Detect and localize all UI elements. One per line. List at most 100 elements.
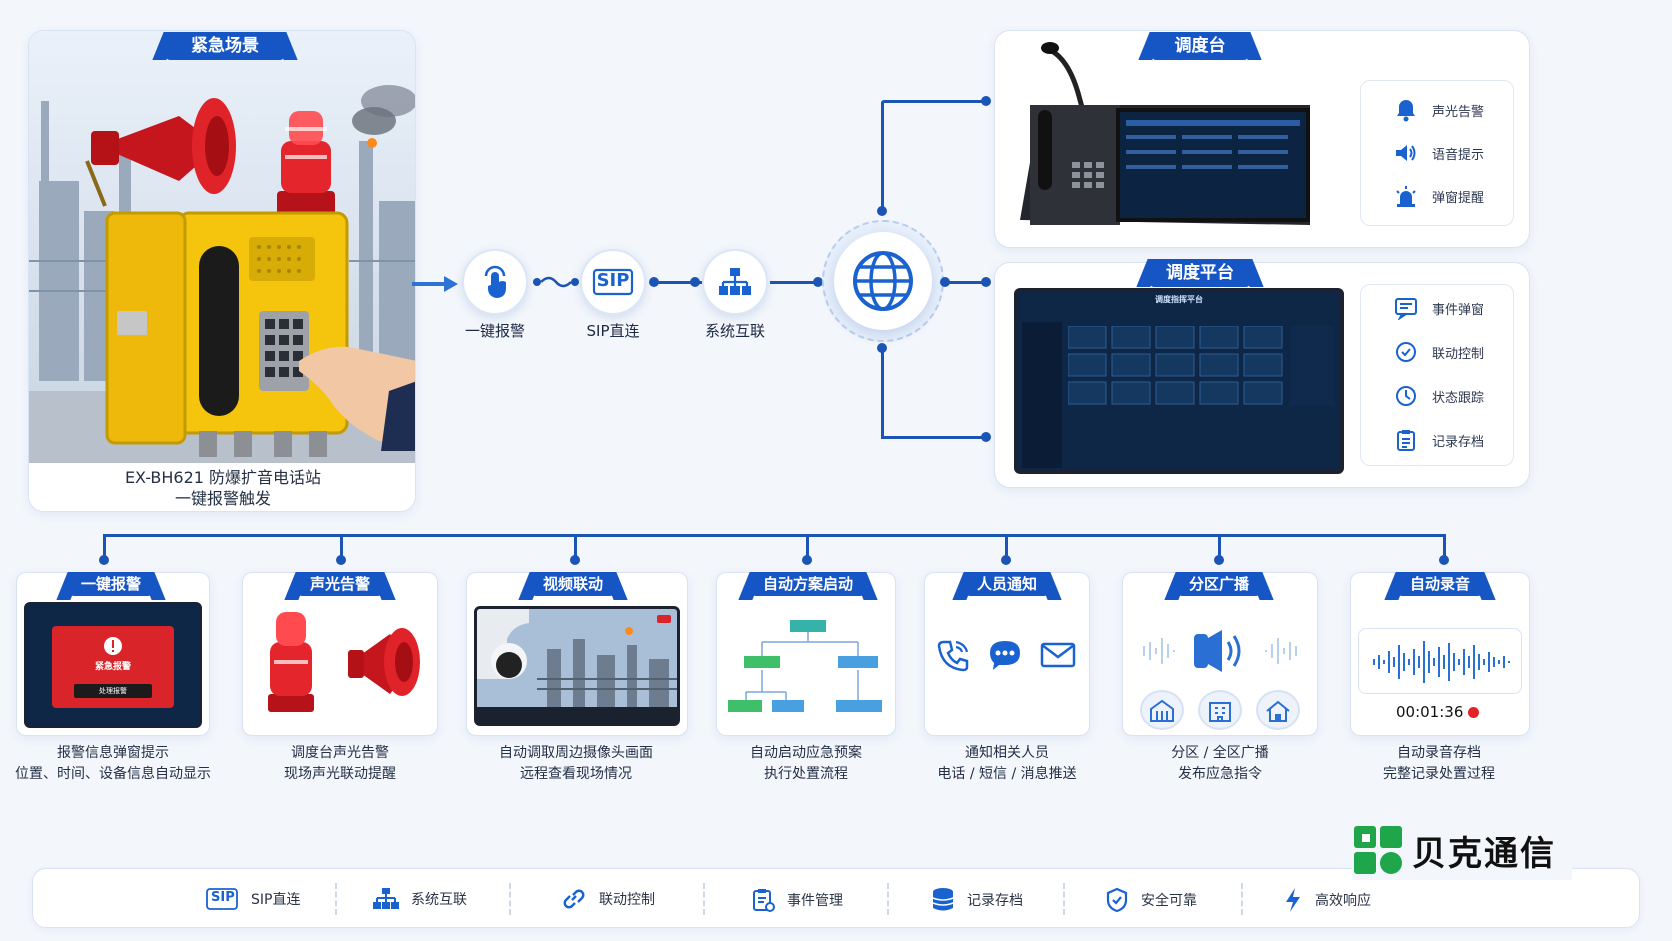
connector-dot <box>940 277 950 287</box>
bus-drop-4 <box>806 534 809 558</box>
house-icon <box>1266 700 1290 722</box>
audio-waveform <box>1373 641 1510 683</box>
zone-broadcast-card-tag: 分区广播 <box>1178 572 1260 596</box>
footer-item-secure: 安全可靠 <box>1105 887 1197 913</box>
sound-light-card-tag: 声光告警 <box>298 572 382 596</box>
record-caption-2: 完整记录处置过程 <box>1383 766 1495 782</box>
console-feature-alarm: 声光告警 <box>1394 98 1484 122</box>
database-icon <box>932 888 954 911</box>
connector-dot <box>877 343 887 353</box>
broadcast-wave <box>1143 630 1297 672</box>
personnel-caption-2: 电话 / 短信 / 消息推送 <box>937 766 1077 782</box>
bus-drop-2 <box>340 534 343 558</box>
sip-badge-icon <box>206 888 238 910</box>
platform-dashboard-grid <box>1068 326 1334 406</box>
platform-screen-title: 调度指挥平台 <box>1155 295 1203 304</box>
dispatch-console-device <box>1020 42 1310 225</box>
alarm-popup: 紧急报警 处理报警 <box>52 626 174 708</box>
flow-node-alarm <box>462 249 528 315</box>
connector-dot <box>1214 555 1224 565</box>
platform-feature-panel <box>1360 284 1514 466</box>
bus-drop-7 <box>1443 534 1446 558</box>
platform-screen: 调度指挥平台 <box>1014 288 1344 474</box>
lightning-icon <box>1286 888 1300 912</box>
camera-feed <box>477 609 677 723</box>
chat-icon <box>990 641 1020 670</box>
clipboard-icon <box>1397 430 1415 451</box>
footer-separator <box>509 883 511 915</box>
alarm-card-caption-1: 报警信息弹窗提示 <box>57 745 169 761</box>
platform-feature-tracking: 状态跟踪 <box>1394 384 1484 408</box>
bell-icon <box>1397 100 1415 122</box>
touch-icon <box>484 265 506 298</box>
console-feature-panel <box>1360 80 1514 226</box>
emergency-scene-card: EX-BH621 防爆扩音电话站 一键报警触发 <box>28 30 416 512</box>
record-timer: 00:01:36 <box>1396 703 1464 721</box>
brand-block: 贝克通信 <box>1352 820 1572 880</box>
connector-dot <box>981 432 991 442</box>
clipboard-icon <box>753 889 775 912</box>
video-screen <box>474 606 680 726</box>
connector-dot <box>802 555 812 565</box>
footer-item-response: 高效响应 <box>1283 887 1371 913</box>
sound-light-caption-1: 调度台声光告警 <box>291 745 389 761</box>
tracking-icon <box>1396 386 1416 406</box>
link-icon <box>563 889 585 909</box>
personnel-notify-card-tag: 人员通知 <box>966 572 1048 596</box>
platform-feature-linkage: 联动控制 <box>1394 340 1484 364</box>
footer-separator <box>1063 883 1065 915</box>
auto-plan-caption-1: 自动启动应急预案 <box>750 745 862 761</box>
network-icon <box>719 268 751 295</box>
beacon-horn-illustration <box>268 612 420 712</box>
hub-branch-mid <box>944 281 988 284</box>
footer-item-linkage: 联动控制 <box>561 887 655 911</box>
alert-icon <box>104 637 122 655</box>
scene-tag: 紧急场景 <box>166 32 284 60</box>
zone-building-3 <box>1256 690 1300 730</box>
broadcast-caption-2: 发布应急指令 <box>1178 766 1262 782</box>
footer-item-interconnect: 系统互联 <box>373 887 467 911</box>
bus-drop-3 <box>574 534 577 558</box>
broadcast-caption-1: 分区 / 全区广播 <box>1171 745 1269 761</box>
hub-circle <box>834 232 932 330</box>
footer-separator <box>335 883 337 915</box>
feature-footer-bar: SIP SIP直连 系统互联 联动控制 事件管理 记录存档 安全可靠 高效响应 <box>32 868 1640 928</box>
platform-feature-popup: 事件弹窗 <box>1394 296 1484 320</box>
sip-icon-text: SIP <box>596 270 630 291</box>
bus-drop-1 <box>103 534 106 558</box>
alarm-popup-screen: 紧急报警 处理报警 <box>24 602 202 728</box>
scene-illustration <box>29 31 415 463</box>
footer-separator <box>1241 883 1243 915</box>
footer-separator <box>703 883 705 915</box>
alarm-card-caption-2: 位置、时间、设备信息自动显示 <box>15 766 211 782</box>
connector-dot <box>570 555 580 565</box>
hub-branch-up-h <box>881 100 987 103</box>
message-icon <box>1395 298 1417 320</box>
shield-icon <box>1106 887 1128 913</box>
alarm-handle-button[interactable]: 处理报警 <box>74 684 152 698</box>
auto-plan-card-tag: 自动方案启动 <box>752 572 864 596</box>
flow-node-sip: SIP <box>580 249 646 315</box>
hub-branch-up <box>881 102 884 210</box>
flow-node-interconnect <box>702 249 768 315</box>
connector-dot <box>1439 555 1449 565</box>
connector-dot <box>1001 555 1011 565</box>
phone-icon <box>937 640 969 672</box>
linkage-icon <box>1396 342 1416 362</box>
recording-indicator <box>1468 707 1479 718</box>
sip-icon <box>592 268 634 296</box>
footer-item-archive: 记录存档 <box>931 887 1023 913</box>
connector-dot <box>336 555 346 565</box>
building-icon <box>1150 699 1174 722</box>
connector-dot <box>981 96 991 106</box>
wave-connector <box>533 276 579 288</box>
mail-icon <box>1040 642 1076 668</box>
connector-dot <box>649 277 659 287</box>
sound-light-caption-2: 现场声光联动提醒 <box>284 766 396 782</box>
sip-badge-text: SIP <box>211 890 235 905</box>
personnel-caption-1: 通知相关人员 <box>965 745 1049 761</box>
footer-item-sip: SIP SIP直连 <box>205 887 300 911</box>
footer-separator <box>887 883 889 915</box>
record-waveform-box <box>1358 628 1522 694</box>
connector-dot <box>877 206 887 216</box>
